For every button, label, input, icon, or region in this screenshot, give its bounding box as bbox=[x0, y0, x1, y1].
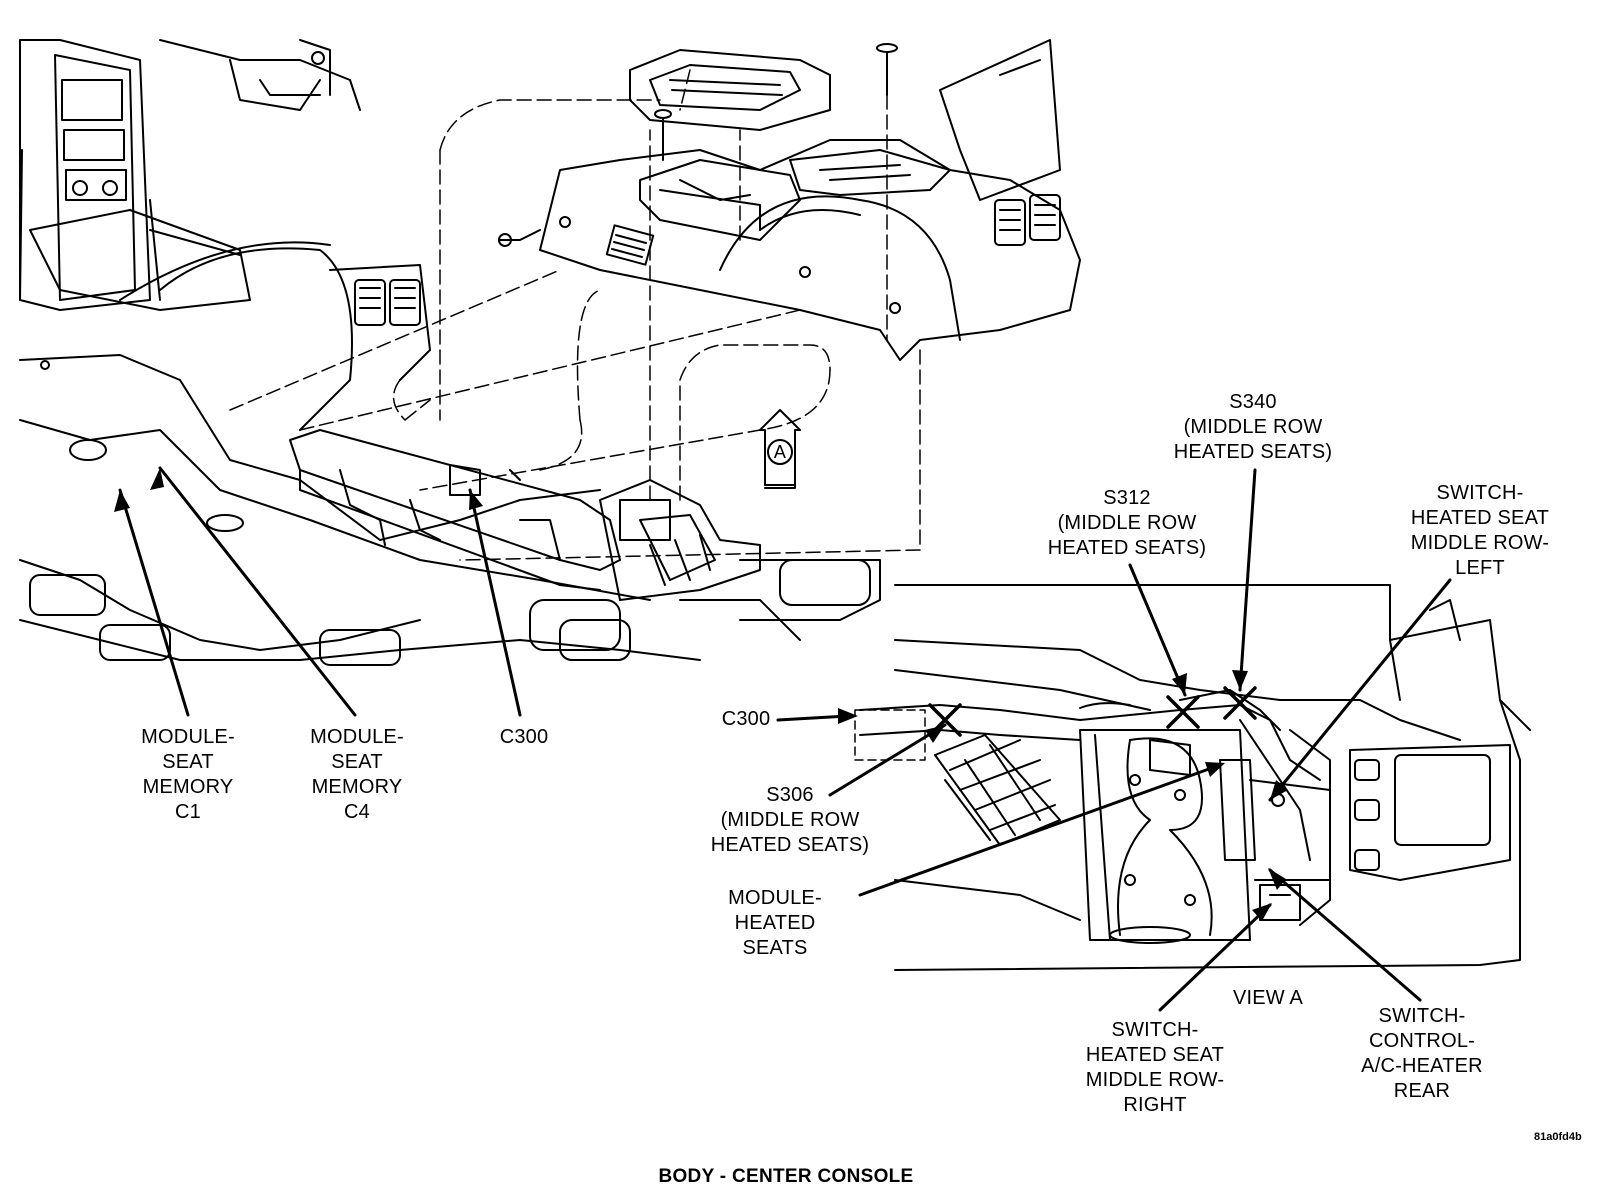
label-s340: S340 (MIDDLE ROW HEATED SEATS) bbox=[1174, 390, 1333, 465]
console-upper-housing bbox=[539, 39, 1081, 361]
label-line: S306 bbox=[766, 784, 814, 806]
console-base-tray bbox=[289, 429, 761, 601]
label-line: S312 bbox=[1103, 487, 1151, 509]
label-line: C300 bbox=[721, 708, 771, 730]
label-switch-control-ac-heater-rear: SWITCH- CONTROL- A/C-HEATER REAR bbox=[1361, 1004, 1483, 1104]
label-line: MEMORY bbox=[142, 776, 234, 798]
label-line: LEFT bbox=[1455, 557, 1505, 579]
label-c300-main: C300 bbox=[500, 725, 549, 750]
leader-arrowheads bbox=[114, 468, 1288, 921]
label-line: MODULE- bbox=[141, 726, 235, 748]
label-s306: S306 (MIDDLE ROW HEATED SEATS) bbox=[711, 783, 870, 858]
floor-pan bbox=[19, 354, 881, 666]
label-line: (MIDDLE ROW bbox=[1057, 512, 1197, 534]
splice-x-marks bbox=[928, 686, 1257, 737]
label-line: MIDDLE ROW- bbox=[1085, 1069, 1225, 1091]
label-line: SWITCH- bbox=[1378, 1005, 1466, 1027]
label-line: MODULE- bbox=[728, 887, 822, 909]
label-line: CONTROL- bbox=[1368, 1030, 1476, 1052]
label-line: HEATED SEAT bbox=[1085, 1044, 1225, 1066]
label-c300-view: C300 bbox=[722, 707, 771, 732]
assembly-guide-lines bbox=[229, 69, 921, 561]
label-switch-heated-seat-left: SWITCH- HEATED SEAT MIDDLE ROW- LEFT bbox=[1411, 481, 1550, 581]
label-line: (MIDDLE ROW bbox=[1183, 416, 1323, 438]
label-line: HEATED SEAT bbox=[1410, 507, 1550, 529]
label-line: HEATED bbox=[734, 912, 816, 934]
view-a-arrow bbox=[759, 409, 801, 489]
label-line: S340 bbox=[1229, 391, 1277, 413]
label-line: (MIDDLE ROW bbox=[720, 809, 860, 831]
front-console-bin bbox=[29, 199, 431, 431]
diagram-caption: BODY - CENTER CONSOLE bbox=[658, 1166, 914, 1187]
label-line: MEMORY bbox=[311, 776, 403, 798]
console-lid-insert bbox=[629, 49, 831, 241]
label-line: A/C-HEATER bbox=[1361, 1055, 1483, 1077]
label-line: C1 bbox=[175, 801, 201, 823]
label-line: MODULE- bbox=[310, 726, 404, 748]
label-s312: S312 (MIDDLE ROW HEATED SEATS) bbox=[1048, 486, 1207, 561]
label-line: SEAT bbox=[331, 751, 383, 773]
label-module-seat-memory-c4: MODULE- SEAT MEMORY C4 bbox=[310, 725, 404, 825]
label-view-a: VIEW A bbox=[1232, 987, 1304, 1009]
label-line: SEATS bbox=[742, 937, 808, 959]
label-line: RIGHT bbox=[1123, 1094, 1187, 1116]
figure-code: 81a0fd4b bbox=[1534, 1131, 1582, 1143]
label-switch-heated-seat-right: SWITCH- HEATED SEAT MIDDLE ROW- RIGHT bbox=[1086, 1018, 1225, 1118]
label-module-seat-memory-c1: MODULE- SEAT MEMORY C1 bbox=[141, 725, 235, 825]
dashboard-outline bbox=[19, 39, 361, 311]
label-line: C4 bbox=[344, 801, 370, 823]
view-a-detail bbox=[854, 584, 1531, 971]
label-line: SWITCH- bbox=[1436, 482, 1524, 504]
fasteners bbox=[498, 43, 898, 247]
view-marker-letter: A bbox=[773, 442, 787, 462]
label-line: SWITCH- bbox=[1111, 1019, 1199, 1041]
leader-lines bbox=[118, 466, 1452, 1012]
label-line: HEATED SEATS) bbox=[710, 834, 870, 856]
label-line: MIDDLE ROW- bbox=[1410, 532, 1550, 554]
label-line: REAR bbox=[1393, 1080, 1451, 1102]
label-line: C300 bbox=[499, 726, 549, 748]
label-line: SEAT bbox=[162, 751, 214, 773]
label-line: HEATED SEATS) bbox=[1047, 537, 1207, 559]
label-line: HEATED SEATS) bbox=[1173, 441, 1333, 463]
label-module-heated-seats: MODULE- HEATED SEATS bbox=[728, 886, 822, 961]
